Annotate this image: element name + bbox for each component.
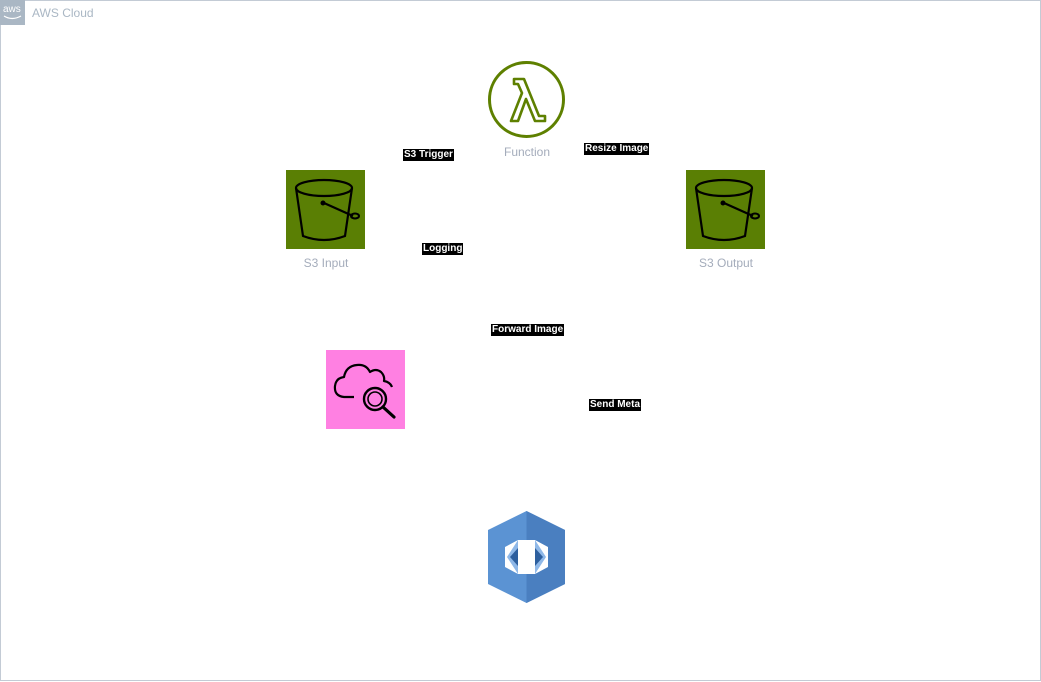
edge-label-resize-image: Resize Image: [584, 143, 650, 155]
s3-output-bucket-icon[interactable]: [686, 170, 765, 254]
lambda-label: Function: [503, 145, 551, 159]
s3-input-label: S3 Input: [303, 256, 349, 270]
cloud-search-icon[interactable]: [326, 350, 405, 434]
hexagon-service-icon[interactable]: [487, 510, 566, 609]
edge-label-forward-image: Forward Image: [491, 324, 565, 336]
edge-label-s3-trigger: S3 Trigger: [403, 149, 454, 161]
edge-label-logging: Logging: [422, 243, 464, 255]
group-title: AWS Cloud: [32, 6, 94, 20]
aws-logo-icon: aws: [0, 0, 25, 25]
lambda-icon[interactable]: [487, 60, 566, 144]
edge-label-send-meta: Send Meta: [589, 399, 642, 411]
s3-output-label: S3 Output: [698, 256, 754, 270]
s3-input-bucket-icon[interactable]: [286, 170, 365, 254]
